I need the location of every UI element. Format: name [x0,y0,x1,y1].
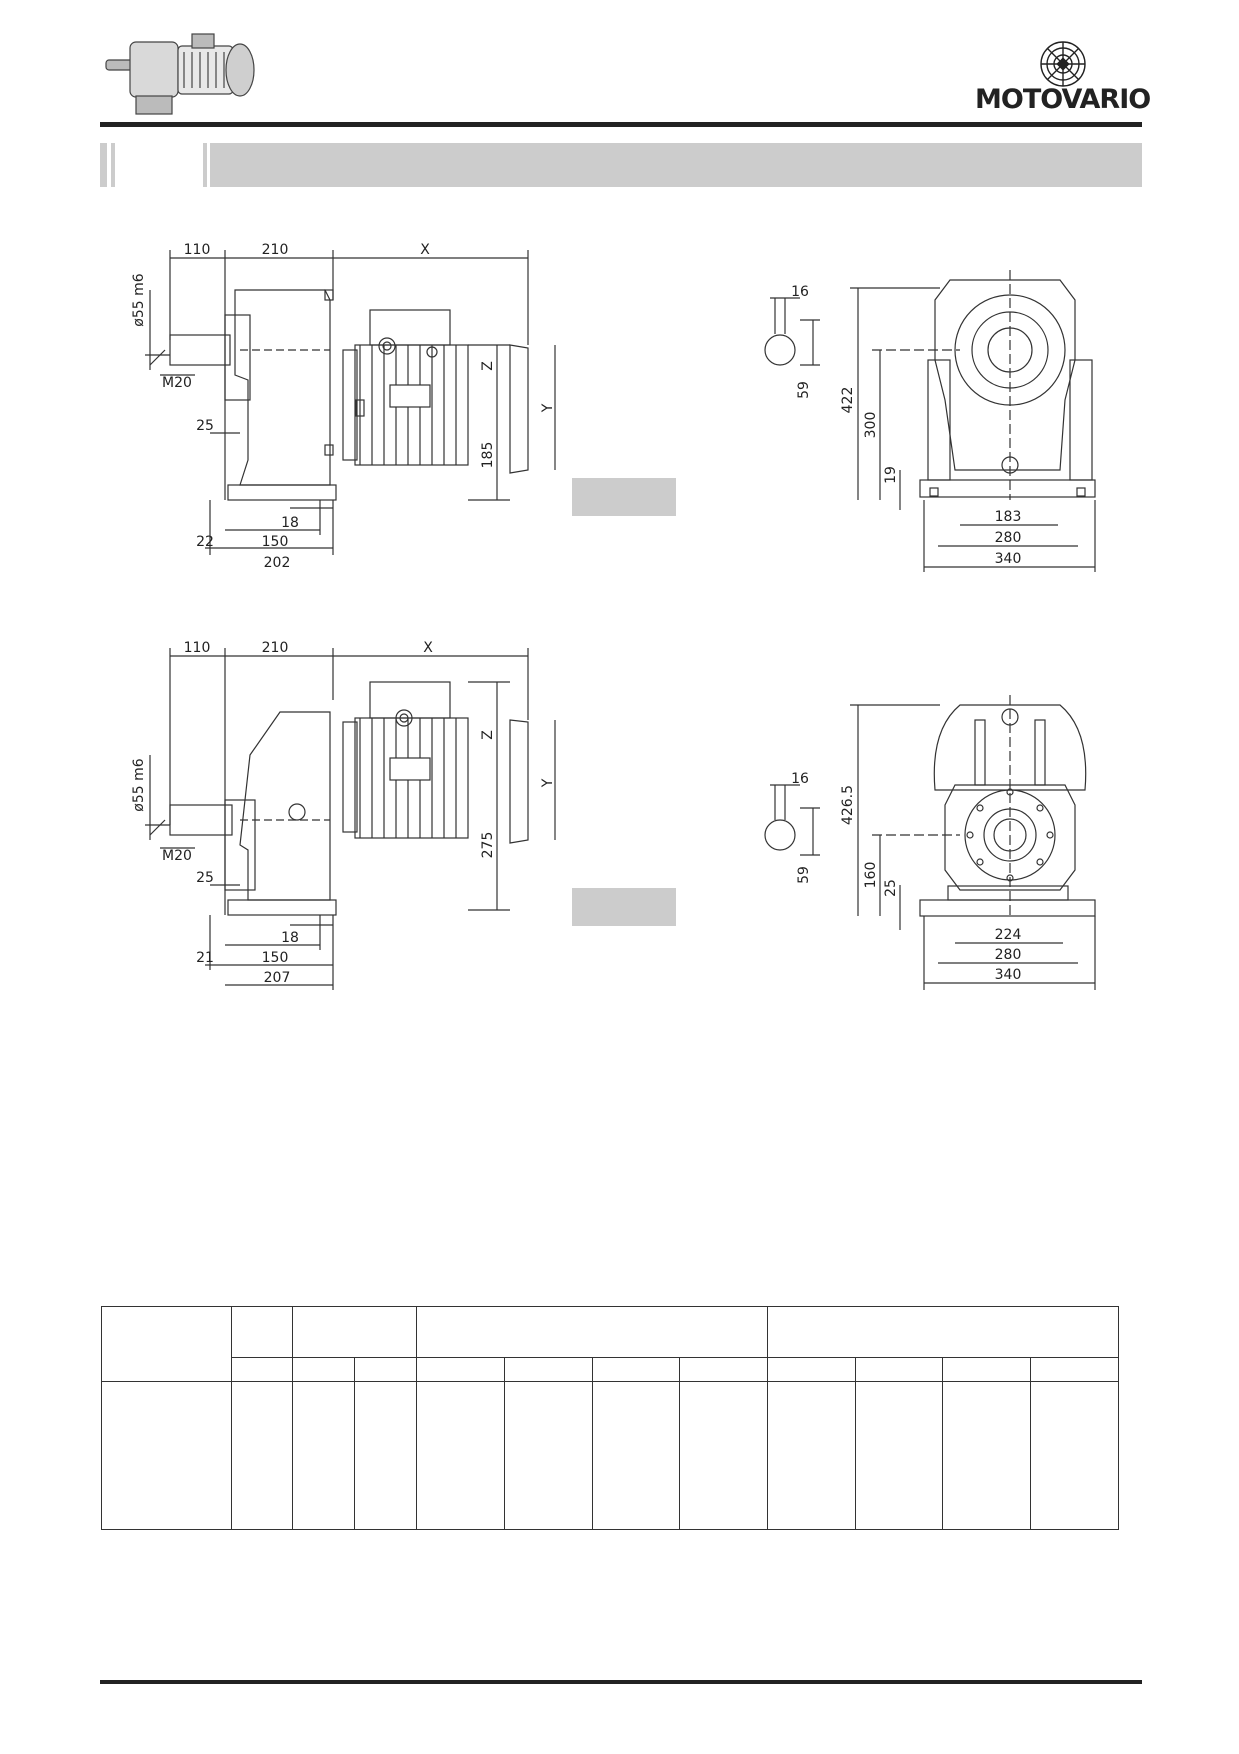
v1-dim-150: 150 [262,534,289,550]
table-cell [854,1357,944,1382]
table-cell [292,1381,356,1530]
table-cell [766,1381,856,1530]
v2-shaft-diameter: ø55 m6 [131,758,147,811]
table-row [101,1381,1119,1530]
table-cell [1030,1381,1119,1530]
v2-overall-height: 426.5 [840,785,856,825]
table-header-row-1 [101,1306,1120,1382]
v2-dim-18: 18 [281,930,299,946]
v1-base-183: 183 [995,509,1022,525]
v1-thread: M20 [162,375,192,391]
view1-side-drawing [145,250,556,555]
table-cell [503,1357,593,1382]
v2-base-340: 340 [995,967,1022,983]
table-cell [766,1306,1120,1358]
v2-dim-210: 210 [262,640,289,656]
table-cell [101,1306,232,1382]
v1-label-z: Z [480,361,496,371]
table-cell [503,1381,593,1530]
table-cell [854,1381,944,1530]
table-cell [942,1357,1032,1382]
v1-dim-110: 110 [184,242,211,258]
table-cell [591,1381,681,1530]
table-cell [679,1357,768,1382]
v2-axis-height: 160 [863,862,879,889]
v1-base-340: 340 [995,551,1022,567]
table-cell [416,1306,768,1358]
v2-dim-207: 207 [264,970,291,986]
v2-key-height: 59 [796,866,812,884]
v2-base-280: 280 [995,947,1022,963]
v2-label-z: Z [480,730,496,740]
v1-dim-210: 210 [262,242,289,258]
v2-foot-thickness: 25 [883,879,899,897]
top-rule [100,122,1142,127]
table-cell [679,1381,768,1530]
table-cell [416,1381,505,1530]
view2-end-drawing [764,695,1096,990]
spec-table [101,1306,1120,1530]
table-cell [230,1306,294,1358]
table-cell [591,1357,681,1382]
v1-base-280: 280 [995,530,1022,546]
v1-dim-22: 22 [196,534,214,550]
v1-dim-185: 185 [480,442,496,469]
v1-dim-18: 18 [281,515,299,531]
view1-end-drawing [764,270,1096,572]
v1-overall-height: 422 [840,387,856,414]
bottom-rule [100,1680,1142,1684]
table-cell [354,1381,418,1530]
gearmotor-product-image [105,33,255,115]
table-cell [230,1381,294,1530]
table-cell [416,1357,505,1382]
table-cell [230,1357,294,1382]
v2-dim-150: 150 [262,950,289,966]
v1-dim-x: X [420,242,430,258]
table-cell [354,1357,418,1382]
v1-foot-thickness: 19 [883,466,899,484]
brand-name: MOTOVARIO [975,84,1151,115]
v1-key-height: 59 [796,381,812,399]
table-cell [292,1357,356,1382]
v2-dim-275: 275 [480,832,496,859]
table-cell [292,1306,418,1358]
v2-dim-x: X [423,640,433,656]
v2-base-224: 224 [995,927,1022,943]
v2-dim-110: 110 [184,640,211,656]
v1-shaft-diameter: ø55 m6 [131,273,147,326]
view2-side-drawing [145,648,556,990]
v2-label-y: Y [540,778,556,788]
table-header-row-2 [102,1357,1119,1382]
v1-label-y: Y [540,403,556,413]
motovario-logo [1040,41,1086,87]
v2-key-width: 16 [791,771,809,787]
v1-dim-25: 25 [196,418,214,434]
v1-axis-height: 300 [863,412,879,439]
section-header-bar [100,143,1142,187]
table-cell [101,1381,232,1530]
table-cell [942,1381,1032,1530]
v2-dim-25: 25 [196,870,214,886]
v1-dim-202: 202 [264,555,291,571]
table-cell [766,1357,856,1382]
v2-dim-21: 21 [196,950,214,966]
v2-thread: M20 [162,848,192,864]
table-cell [1030,1357,1119,1382]
v1-key-width: 16 [791,284,809,300]
